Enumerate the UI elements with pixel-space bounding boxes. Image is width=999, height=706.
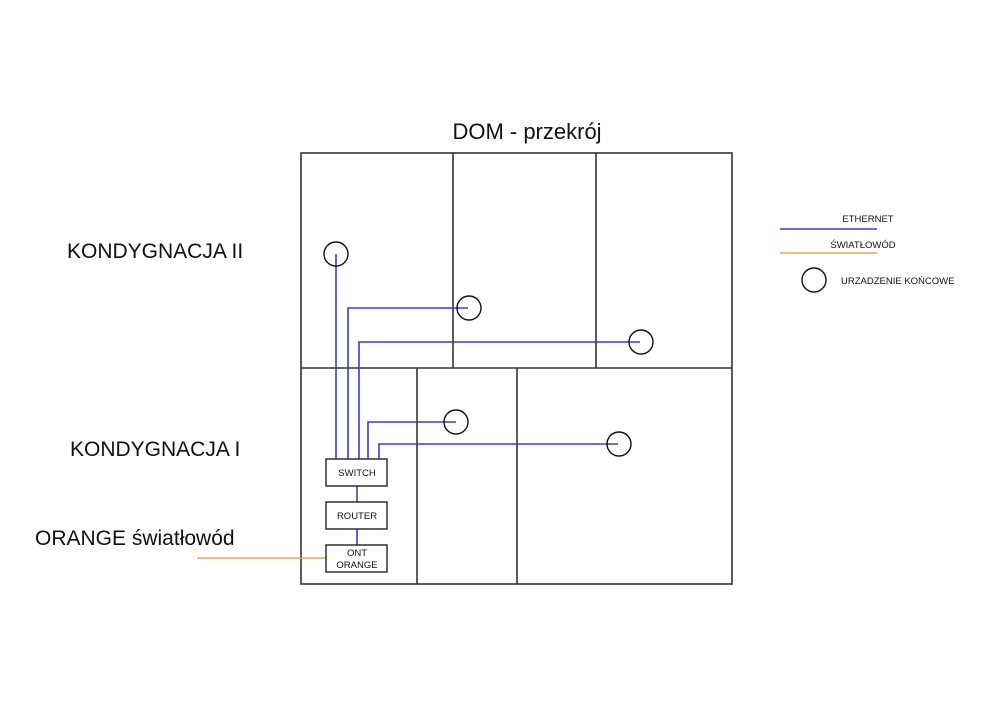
ethernet-cable (378, 443, 618, 459)
ont-label-line1: ONT (347, 548, 367, 559)
ethernet-cable (367, 421, 456, 459)
legend: ETHERNET ŚWIATŁOWÓD URZADZENIE KOŃCOWE (780, 214, 954, 293)
ont-box: ONT ORANGE (325, 544, 388, 573)
end-device-icon (456, 295, 482, 321)
end-device-icon (628, 329, 654, 355)
legend-device-icon (801, 267, 827, 293)
switch-label: SWITCH (338, 468, 376, 479)
end-device-icon (606, 431, 632, 457)
floor-label-upper: KONDYGNACJA II (67, 240, 243, 263)
router-label: ROUTER (337, 511, 377, 522)
legend-fiber-label: ŚWIATŁOWÓD (830, 239, 895, 251)
legend-ethernet-label: ETHERNET (842, 214, 893, 225)
ont-label-line2: ORANGE (336, 560, 377, 571)
diagram-title: DOM - przekrój (452, 119, 601, 144)
legend-device-label: URZADZENIE KOŃCOWE (841, 276, 954, 287)
floor-label-lower: KONDYGNACJA I (70, 438, 240, 461)
end-device-icon (323, 241, 349, 267)
end-device-icon (443, 409, 469, 435)
ethernet-cable (347, 307, 468, 459)
ethernet-cable (358, 341, 640, 459)
switch-box: SWITCH (325, 458, 388, 487)
router-box: ROUTER (325, 501, 388, 530)
fiber-input-label: ORANGE światłowód (35, 527, 235, 550)
